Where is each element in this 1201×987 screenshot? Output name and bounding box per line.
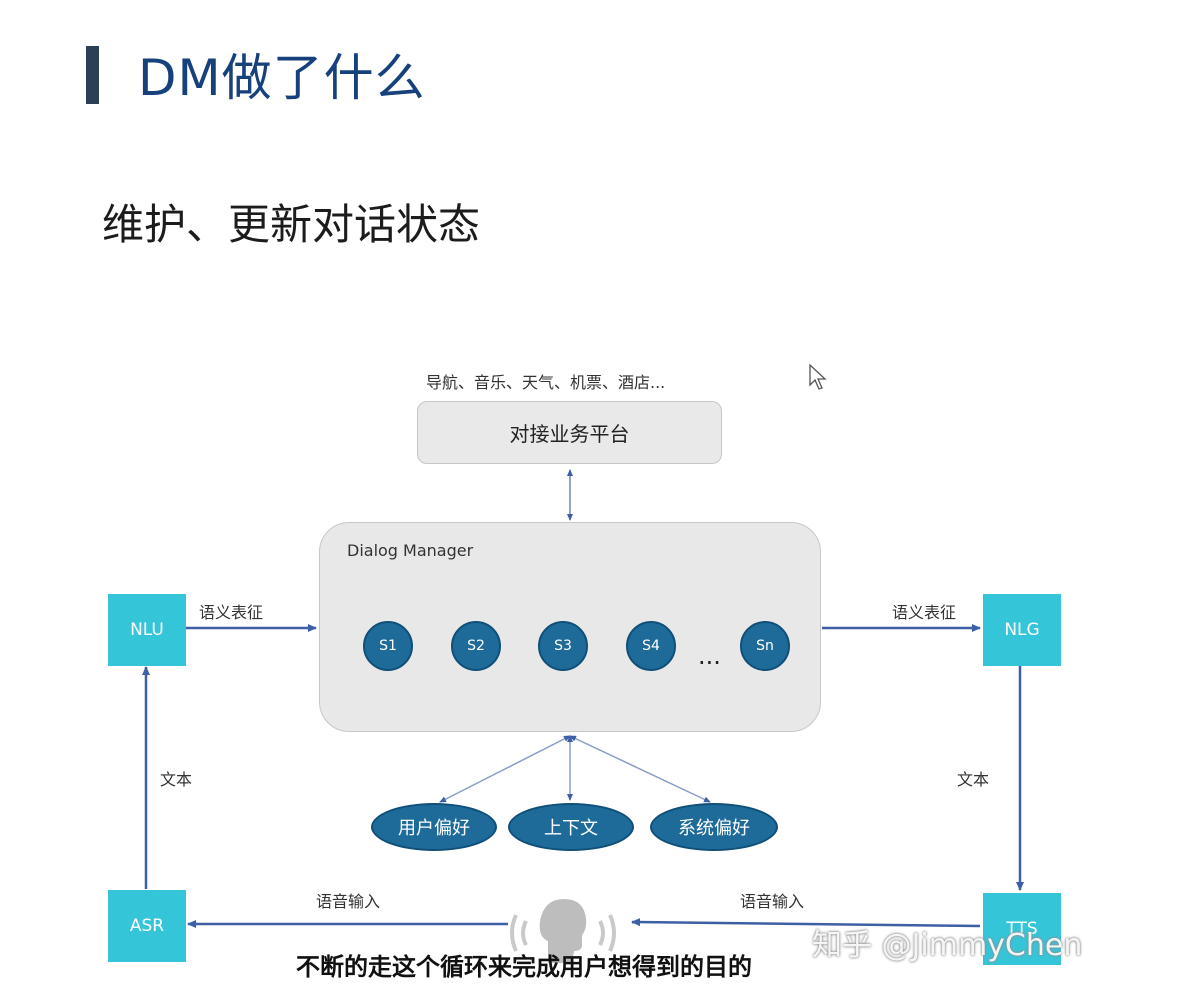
nlg-tts-label: 文本 <box>957 770 990 789</box>
context-node: 上下文 <box>508 803 634 851</box>
watermark: 知乎 @JimmyChen <box>812 928 1083 963</box>
state-node-s4: S4 <box>626 621 676 671</box>
user-speaking-icon <box>510 899 616 963</box>
services-list: 导航、音乐、天气、机票、酒店... <box>426 373 666 392</box>
state-node-sn: Sn <box>740 621 790 671</box>
mouse-cursor-icon <box>809 363 827 390</box>
video-caption: 不断的走这个循环来完成用户想得到的目的 <box>296 952 752 981</box>
asr-nlu-label: 文本 <box>160 770 193 789</box>
state-node-s2: S2 <box>451 621 501 671</box>
nlg-box: NLG <box>983 594 1061 666</box>
business-platform-label: 对接业务平台 <box>509 422 630 446</box>
state-node-s1: S1 <box>363 621 413 671</box>
nlu-dm-label: 语义表征 <box>199 603 264 622</box>
user-preference-node: 用户偏好 <box>371 803 497 851</box>
slide-subtitle: 维护、更新对话状态 <box>102 200 481 249</box>
tts-user-label: 语音输入 <box>740 892 805 911</box>
title-accent-bar <box>86 46 99 104</box>
dm-nlg-label: 语义表征 <box>892 603 957 622</box>
tts-box: TTS <box>983 893 1061 965</box>
business-platform-box: 对接业务平台 <box>417 401 722 464</box>
user-asr-label: 语音输入 <box>316 892 381 911</box>
tts-user-arrow <box>631 918 981 928</box>
dm-user-pref-arrow <box>439 735 571 803</box>
nlu-box: NLU <box>108 594 186 666</box>
dm-sys-pref-arrow <box>569 735 711 803</box>
slide-title: DM做了什么 <box>138 49 426 107</box>
system-preference-node: 系统偏好 <box>650 803 778 851</box>
asr-box: ASR <box>108 890 186 962</box>
dialog-manager-label: Dialog Manager <box>347 541 474 560</box>
states-ellipsis: ... <box>698 642 721 670</box>
state-node-s3: S3 <box>538 621 588 671</box>
